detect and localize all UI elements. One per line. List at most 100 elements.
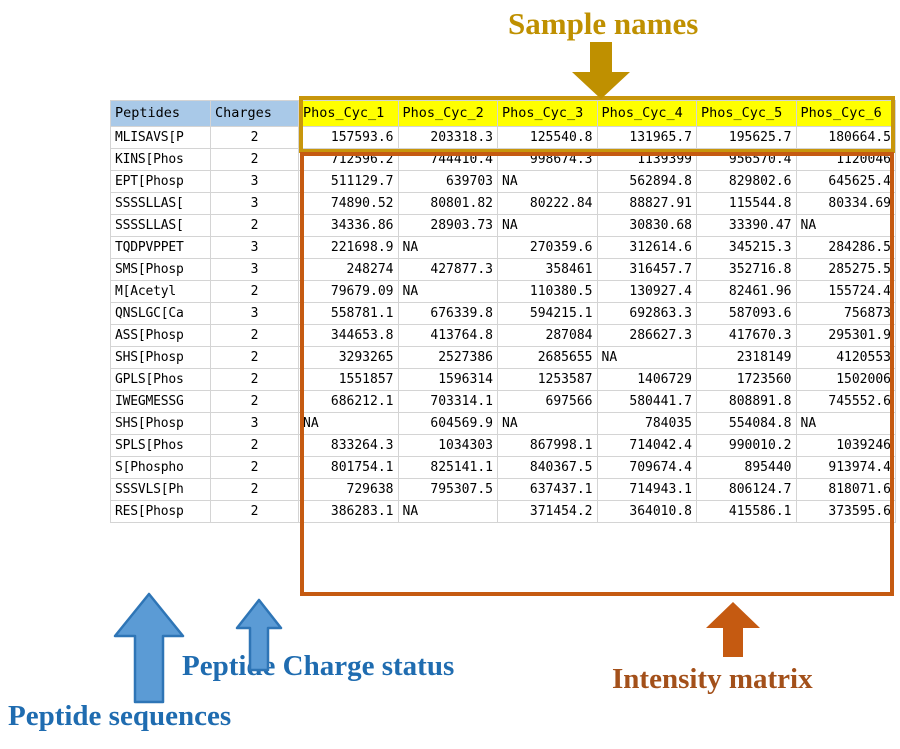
cell-peptide[interactable]: EPT[Phosp (110, 169, 211, 193)
cell-intensity-sample-1[interactable]: 511129.7 (298, 169, 399, 193)
cell-intensity-sample-2[interactable]: 639703 (397, 169, 498, 193)
cell-intensity-sample-3[interactable]: 867998.1 (497, 433, 598, 457)
cell-peptide[interactable]: TQDPVPPET (110, 235, 211, 259)
cell-intensity-sample-6[interactable]: 284286.5 (795, 235, 896, 259)
cell-intensity-sample-6[interactable]: 818071.6 (795, 477, 896, 501)
cell-intensity-sample-2[interactable]: 604569.9 (397, 411, 498, 435)
cell-intensity-sample-3[interactable]: 637437.1 (497, 477, 598, 501)
cell-intensity-sample-3[interactable]: NA (497, 213, 598, 237)
cell-intensity-sample-6[interactable]: 756873 (795, 301, 896, 325)
cell-intensity-sample-3[interactable]: 110380.5 (497, 279, 598, 303)
cell-intensity-sample-5[interactable]: 1723560 (696, 367, 797, 391)
cell-intensity-sample-3[interactable]: 80222.84 (497, 191, 598, 215)
cell-intensity-sample-4[interactable]: 30830.68 (596, 213, 697, 237)
cell-charge[interactable]: 2 (210, 367, 299, 391)
cell-intensity-sample-3[interactable]: 125540.8 (497, 125, 598, 149)
cell-charge[interactable]: 2 (210, 147, 299, 171)
cell-intensity-sample-2[interactable]: NA (397, 279, 498, 303)
cell-intensity-sample-4[interactable]: 714042.4 (596, 433, 697, 457)
cell-intensity-sample-3[interactable]: 270359.6 (497, 235, 598, 259)
cell-intensity-sample-1[interactable]: 686212.1 (298, 389, 399, 413)
cell-intensity-sample-4[interactable]: 130927.4 (596, 279, 697, 303)
cell-intensity-sample-6[interactable]: 1502006 (795, 367, 896, 391)
cell-intensity-sample-6[interactable]: 913974.4 (795, 455, 896, 479)
cell-intensity-sample-3[interactable]: NA (497, 169, 598, 193)
cell-charge[interactable]: 2 (210, 433, 299, 457)
cell-intensity-sample-3[interactable]: 697566 (497, 389, 598, 413)
cell-intensity-sample-2[interactable]: NA (397, 235, 498, 259)
cell-peptide[interactable]: ASS[Phosp (110, 323, 211, 347)
cell-intensity-sample-4[interactable]: NA (596, 345, 697, 369)
cell-intensity-sample-1[interactable]: 729638 (298, 477, 399, 501)
cell-intensity-sample-2[interactable]: 1034303 (397, 433, 498, 457)
cell-peptide[interactable]: RES[Phosp (110, 499, 211, 523)
cell-intensity-sample-5[interactable]: 33390.47 (696, 213, 797, 237)
cell-intensity-sample-3[interactable]: NA (497, 411, 598, 435)
cell-intensity-sample-5[interactable]: 415586.1 (696, 499, 797, 523)
cell-intensity-sample-1[interactable]: 3293265 (298, 345, 399, 369)
cell-intensity-sample-3[interactable]: 371454.2 (497, 499, 598, 523)
cell-peptide[interactable]: M[Acetyl (110, 279, 211, 303)
cell-charge[interactable]: 2 (210, 345, 299, 369)
column-header-peptides[interactable]: Peptides (110, 100, 211, 127)
cell-intensity-sample-1[interactable]: 221698.9 (298, 235, 399, 259)
column-header-sample-4[interactable]: Phos_Cyc_4 (596, 100, 697, 127)
cell-intensity-sample-1[interactable]: 74890.52 (298, 191, 399, 215)
column-header-charges[interactable]: Charges (210, 100, 299, 127)
cell-peptide[interactable]: MLISAVS[P (110, 125, 211, 149)
cell-peptide[interactable]: SHS[Phosp (110, 411, 211, 435)
cell-intensity-sample-5[interactable]: 345215.3 (696, 235, 797, 259)
cell-peptide[interactable]: IWEGMESSG (110, 389, 211, 413)
cell-peptide[interactable]: SHS[Phosp (110, 345, 211, 369)
cell-intensity-sample-1[interactable]: 1551857 (298, 367, 399, 391)
cell-intensity-sample-2[interactable]: 825141.1 (397, 455, 498, 479)
cell-charge[interactable]: 2 (210, 213, 299, 237)
cell-intensity-sample-2[interactable]: 703314.1 (397, 389, 498, 413)
cell-intensity-sample-6[interactable]: 155724.4 (795, 279, 896, 303)
cell-intensity-sample-4[interactable]: 1139399 (596, 147, 697, 171)
cell-charge[interactable]: 2 (210, 477, 299, 501)
cell-intensity-sample-4[interactable]: 580441.7 (596, 389, 697, 413)
cell-intensity-sample-4[interactable]: 784035 (596, 411, 697, 435)
cell-intensity-sample-4[interactable]: 709674.4 (596, 455, 697, 479)
cell-charge[interactable]: 3 (210, 257, 299, 281)
cell-intensity-sample-5[interactable]: 417670.3 (696, 323, 797, 347)
cell-intensity-sample-5[interactable]: 195625.7 (696, 125, 797, 149)
cell-intensity-sample-4[interactable]: 562894.8 (596, 169, 697, 193)
cell-charge[interactable]: 2 (210, 455, 299, 479)
cell-intensity-sample-1[interactable]: 344653.8 (298, 323, 399, 347)
cell-intensity-sample-6[interactable]: 745552.6 (795, 389, 896, 413)
cell-intensity-sample-1[interactable]: 558781.1 (298, 301, 399, 325)
cell-intensity-sample-2[interactable]: 427877.3 (397, 257, 498, 281)
cell-intensity-sample-5[interactable]: 990010.2 (696, 433, 797, 457)
cell-intensity-sample-2[interactable]: 28903.73 (397, 213, 498, 237)
cell-intensity-sample-6[interactable]: NA (795, 411, 896, 435)
cell-charge[interactable]: 3 (210, 169, 299, 193)
cell-intensity-sample-4[interactable]: 364010.8 (596, 499, 697, 523)
cell-charge[interactable]: 3 (210, 191, 299, 215)
cell-intensity-sample-5[interactable]: 956570.4 (696, 147, 797, 171)
cell-intensity-sample-6[interactable]: 373595.6 (795, 499, 896, 523)
cell-intensity-sample-2[interactable]: 676339.8 (397, 301, 498, 325)
cell-intensity-sample-5[interactable]: 895440 (696, 455, 797, 479)
cell-intensity-sample-1[interactable]: NA (298, 411, 399, 435)
cell-intensity-sample-2[interactable]: 203318.3 (397, 125, 498, 149)
cell-intensity-sample-6[interactable]: 80334.69 (795, 191, 896, 215)
cell-intensity-sample-4[interactable]: 1406729 (596, 367, 697, 391)
cell-intensity-sample-1[interactable]: 79679.09 (298, 279, 399, 303)
cell-peptide[interactable]: SPLS[Phos (110, 433, 211, 457)
cell-intensity-sample-4[interactable]: 692863.3 (596, 301, 697, 325)
cell-charge[interactable]: 2 (210, 323, 299, 347)
cell-charge[interactable]: 2 (210, 389, 299, 413)
